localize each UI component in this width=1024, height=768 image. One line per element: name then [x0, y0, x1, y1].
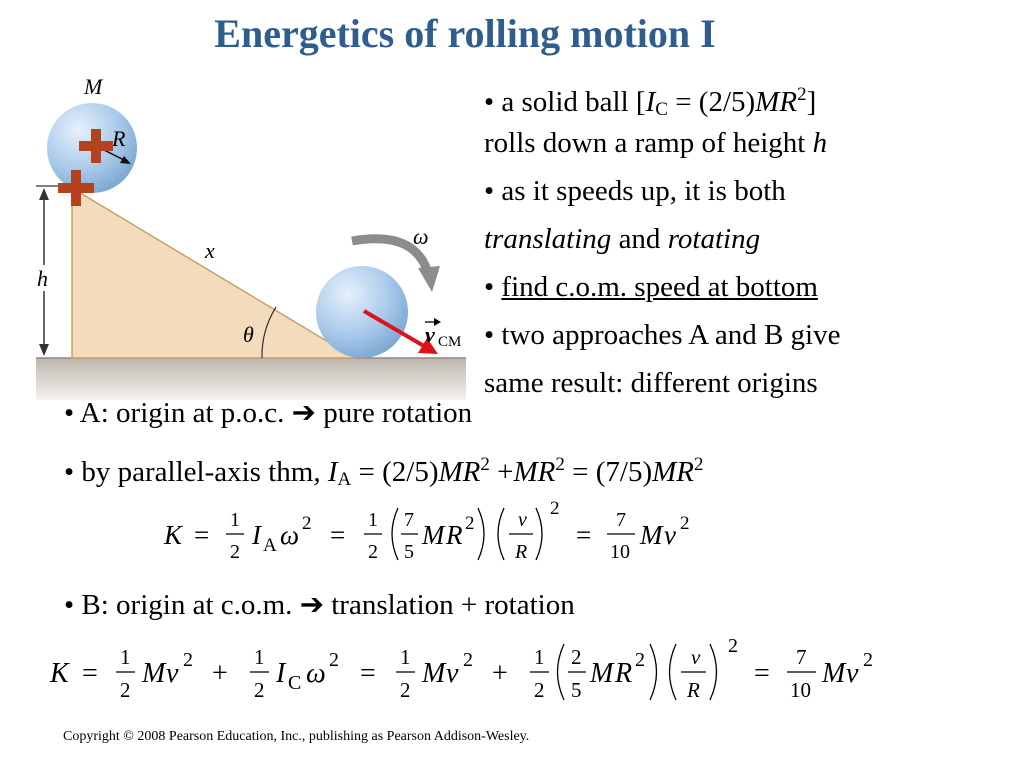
svg-text:2: 2 [302, 513, 312, 534]
svg-text:v: v [518, 509, 527, 531]
contact-point-cross-icon [58, 170, 94, 206]
svg-text:ω: ω [306, 658, 326, 689]
slide-title: Energetics of rolling motion I [214, 11, 716, 56]
svg-text:5: 5 [404, 541, 414, 563]
angle-label: θ [243, 322, 254, 347]
svg-text:R: R [514, 541, 527, 563]
svg-text:R: R [614, 658, 632, 689]
svg-text:v: v [691, 645, 701, 669]
svg-text:2: 2 [571, 645, 582, 669]
svg-text:K: K [163, 520, 184, 550]
svg-text:=: = [576, 520, 591, 550]
parallel-axis-line: • by parallel-axis thm, IA = (2/5)MR2 +M… [64, 454, 704, 490]
svg-text:7: 7 [616, 509, 626, 531]
angle-arc [261, 306, 277, 359]
equation-b: K = 1 2 M v 2 + 1 2 I C ω 2 = 1 2 M v 2 … [49, 635, 873, 702]
ball-bottom [316, 266, 408, 358]
svg-text:2: 2 [728, 635, 738, 657]
svg-text:=: = [330, 520, 345, 550]
svg-text:ω: ω [280, 520, 299, 550]
svg-text:+: + [212, 658, 228, 689]
svg-text:v: v [846, 658, 859, 689]
svg-text:5: 5 [571, 678, 582, 702]
radius-label: R [111, 126, 126, 151]
svg-text:v: v [446, 658, 459, 689]
rotation-arrow-icon [351, 234, 433, 275]
svg-text:+: + [492, 658, 508, 689]
svg-text:2: 2 [368, 541, 378, 563]
bullet-solid-ball: • a solid ball [IC = (2/5)MR2] [484, 84, 817, 120]
svg-text:10: 10 [610, 541, 630, 563]
svg-text:2: 2 [254, 678, 265, 702]
ramp [71, 186, 358, 359]
center-of-mass-cross-icon [79, 129, 113, 163]
velocity-label: v [425, 322, 435, 347]
svg-text:K: K [49, 658, 70, 689]
rolling-ball-figure: θ x h M R ω v CM [35, 74, 466, 400]
svg-text:I: I [251, 520, 263, 550]
svg-text:2: 2 [463, 649, 473, 671]
svg-text:M: M [141, 658, 167, 689]
svg-text:=: = [82, 658, 98, 689]
svg-text:1: 1 [230, 509, 240, 531]
svg-text:2: 2 [230, 541, 240, 563]
svg-text:2: 2 [635, 649, 645, 671]
equation-a: K = 1 2 I A ω 2 = 1 2 7 5 M R 2 v R 2 = … [163, 498, 690, 563]
svg-text:M: M [421, 658, 447, 689]
svg-text:2: 2 [465, 513, 475, 534]
bullet-solid-ball-line2: rolls down a ramp of height h [484, 127, 828, 159]
svg-text:v: v [664, 520, 676, 550]
bullet-speeds-up: • as it speeds up, it is both [484, 175, 786, 207]
svg-text:1: 1 [534, 645, 545, 669]
svg-text:2: 2 [680, 513, 690, 534]
bullet-two-approaches: • two approaches A and B give [484, 319, 841, 351]
copyright-notice: Copyright © 2008 Pearson Education, Inc.… [63, 729, 530, 744]
bullet-speeds-up-line2: translating and rotating [484, 223, 761, 255]
svg-text:10: 10 [790, 678, 811, 702]
svg-text:I: I [275, 658, 287, 689]
svg-text:2: 2 [550, 498, 560, 519]
bullet-two-approaches-line2: same result: different origins [484, 367, 818, 399]
mass-label: M [83, 74, 104, 99]
svg-text:1: 1 [400, 645, 411, 669]
svg-text:1: 1 [120, 645, 131, 669]
velocity-arrow-icon [362, 309, 426, 348]
svg-text:M: M [589, 658, 615, 689]
height-label: h [37, 266, 48, 291]
velocity-subscript: CM [438, 334, 461, 350]
svg-text:M: M [821, 658, 847, 689]
svg-text:R: R [686, 678, 700, 702]
svg-text:=: = [754, 658, 770, 689]
approach-a-heading: • A: origin at p.o.c. ➔ pure rotation [64, 397, 473, 429]
svg-text:2: 2 [183, 649, 193, 671]
svg-text:v: v [166, 658, 179, 689]
svg-text:2: 2 [329, 649, 339, 671]
svg-text:=: = [194, 520, 209, 550]
svg-text:2: 2 [400, 678, 411, 702]
svg-text:C: C [288, 672, 301, 694]
svg-text:7: 7 [796, 645, 807, 669]
svg-text:1: 1 [368, 509, 378, 531]
svg-text:M: M [639, 520, 664, 550]
svg-text:R: R [445, 520, 463, 550]
approach-b-heading: • B: origin at c.o.m. ➔ translation + ro… [64, 589, 575, 621]
svg-text:A: A [263, 535, 277, 556]
svg-text:=: = [360, 658, 376, 689]
bullet-find-speed: • find c.o.m. speed at bottom [484, 271, 818, 303]
length-label: x [204, 238, 215, 263]
svg-text:2: 2 [863, 649, 873, 671]
svg-text:M: M [421, 520, 446, 550]
floor [36, 358, 466, 400]
svg-text:2: 2 [120, 678, 131, 702]
svg-text:1: 1 [254, 645, 265, 669]
svg-text:7: 7 [404, 509, 414, 531]
omega-label: ω [413, 224, 429, 249]
svg-text:2: 2 [534, 678, 545, 702]
